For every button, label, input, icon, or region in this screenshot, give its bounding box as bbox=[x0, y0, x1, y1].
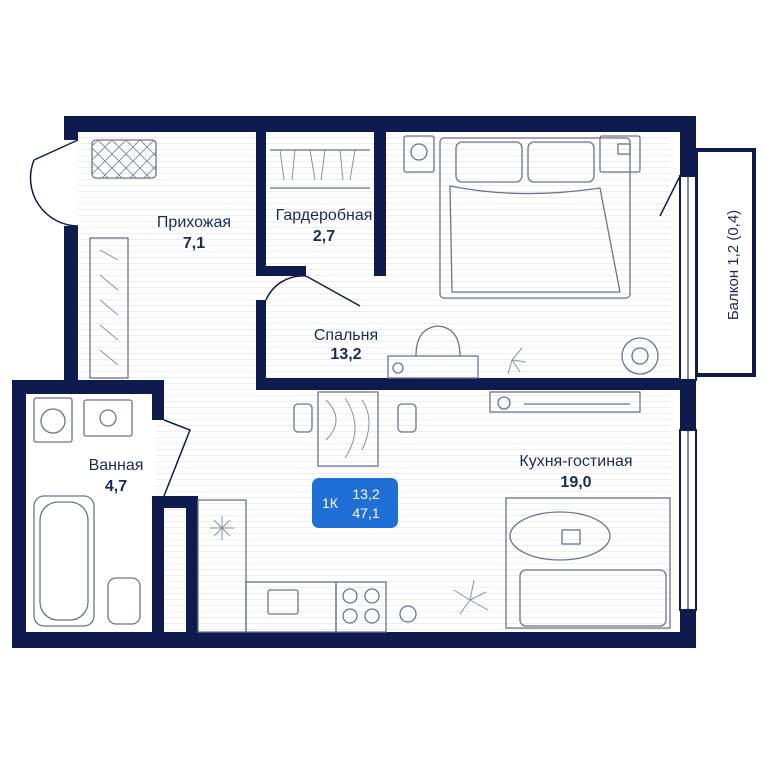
badge-total-area: 47,1 bbox=[352, 505, 379, 521]
room-label-bedroom: Спальня 13,2 bbox=[314, 327, 378, 363]
badge-type: 1К bbox=[322, 495, 339, 511]
svg-text:Гардеробная: Гардеробная bbox=[276, 207, 373, 224]
apartment-badge: 1К 13,2 47,1 bbox=[312, 478, 398, 528]
svg-text:2,7: 2,7 bbox=[313, 228, 335, 245]
walls bbox=[12, 116, 756, 648]
svg-text:7,1: 7,1 bbox=[183, 235, 205, 252]
svg-text:Спальня: Спальня bbox=[314, 327, 378, 344]
svg-text:4,7: 4,7 bbox=[105, 478, 127, 495]
room-label-kitchen-living: Кухня-гостиная 19,0 bbox=[519, 453, 632, 491]
room-label-wardrobe: Гардеробная 2,7 bbox=[276, 207, 373, 245]
svg-text:Прихожая: Прихожая bbox=[157, 214, 231, 231]
svg-text:Ванная: Ванная bbox=[89, 457, 144, 474]
svg-text:Кухня-гостиная: Кухня-гостиная bbox=[519, 453, 632, 470]
svg-text:19,0: 19,0 bbox=[560, 474, 591, 491]
doors bbox=[29, 139, 681, 497]
svg-text:13,2: 13,2 bbox=[330, 346, 361, 363]
balcony-label: Балкон 1,2 (0,4) bbox=[725, 210, 742, 320]
room-label-bathroom: Ванная 4,7 bbox=[89, 457, 144, 495]
svg-text:Балкон 1,2 (0,4): Балкон 1,2 (0,4) bbox=[725, 210, 742, 320]
furniture bbox=[33, 135, 671, 633]
badge-living-area: 13,2 bbox=[352, 486, 379, 502]
room-label-hallway: Прихожая 7,1 bbox=[157, 214, 231, 252]
